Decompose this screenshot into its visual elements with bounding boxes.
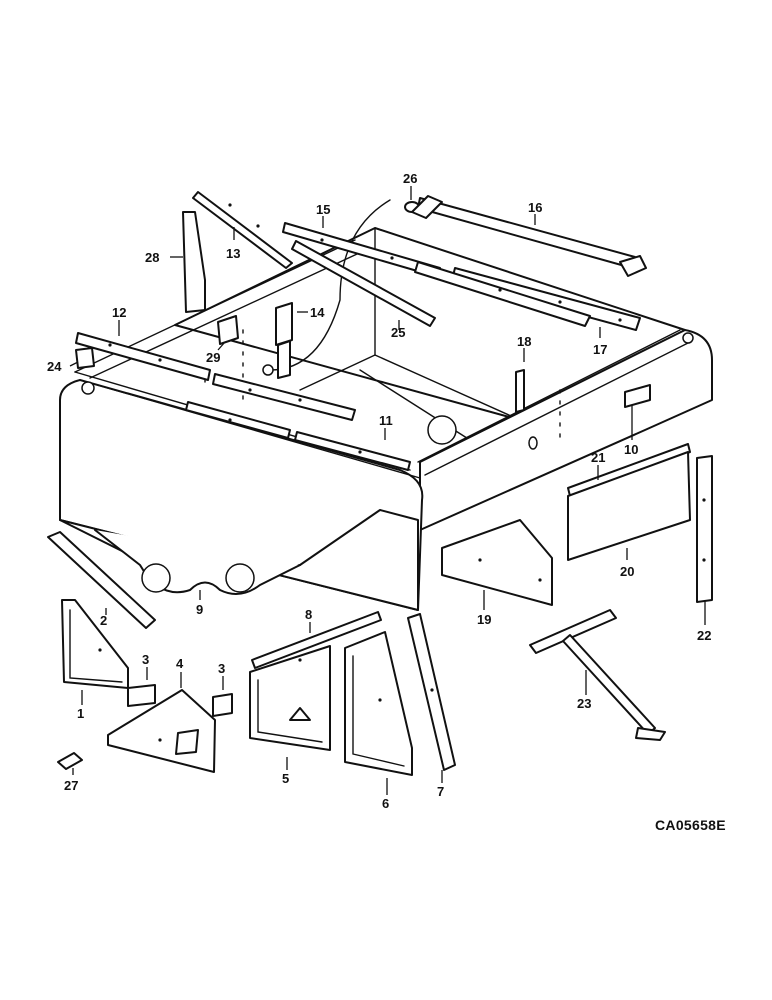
part-18-upright (515, 369, 525, 413)
part-23-support (529, 609, 666, 741)
callout-23: 23 (577, 696, 591, 711)
callout-15: 15 (316, 202, 330, 217)
callout-24: 24 (47, 359, 62, 374)
callout-21: 21 (591, 450, 605, 465)
part-10-bracket (624, 384, 651, 408)
part-22-channel (696, 455, 713, 603)
callout-25: 25 (391, 325, 405, 340)
callout-8: 8 (305, 607, 312, 622)
callout-20: 20 (620, 564, 634, 579)
part-3-plates (127, 684, 233, 717)
callout-11: 11 (379, 413, 393, 428)
callout-1: 1 (77, 706, 84, 721)
part-27-clip (57, 752, 83, 770)
part-16-bar (411, 195, 647, 277)
callout-18: 18 (517, 334, 531, 349)
part-28-gusset (182, 211, 206, 313)
callout-22: 22 (697, 628, 711, 643)
part-2-angle (47, 531, 156, 629)
callout-12: 12 (112, 305, 126, 320)
callout-19: 19 (477, 612, 491, 627)
callout-3a: 3 (142, 652, 149, 667)
part-1-gusset (61, 599, 129, 689)
part-19-gusset (441, 519, 553, 606)
callout-4: 4 (176, 656, 184, 671)
callout-17: 17 (593, 342, 607, 357)
callout-6: 6 (382, 796, 389, 811)
callout-2: 2 (100, 613, 107, 628)
part-8-angle (251, 611, 382, 669)
callout-3b: 3 (218, 661, 225, 676)
part-21-angle (567, 443, 691, 497)
callout-10: 10 (624, 442, 638, 457)
callout-14: 14 (310, 305, 325, 320)
callout-5: 5 (282, 771, 289, 786)
part-4-gusset (107, 689, 216, 773)
part-24-plate (75, 347, 95, 369)
leader-lines (69, 186, 706, 795)
part-11-angles (185, 373, 411, 471)
callout-28: 28 (145, 250, 159, 265)
callout-29: 29 (206, 350, 220, 365)
part-13-angle (192, 191, 293, 269)
part-7-angle (407, 613, 456, 771)
callout-16: 16 (528, 200, 542, 215)
callout-9: 9 (196, 602, 203, 617)
bolt-holes (98, 203, 706, 742)
part-29-plate (217, 315, 239, 345)
detail-curve (269, 199, 391, 371)
callout-7: 7 (437, 784, 444, 799)
part-14-bracket (262, 302, 293, 379)
callout-labels: 26 16 15 13 28 12 14 25 17 18 29 24 11 1… (47, 171, 711, 811)
part-5-gusset (249, 645, 331, 751)
drawing-code: CA05658E (655, 817, 726, 833)
part-17-channel (414, 261, 641, 331)
callout-26: 26 (403, 171, 417, 186)
part-6-gusset (344, 631, 413, 776)
part-20-panel (567, 451, 691, 561)
callout-13: 13 (226, 246, 240, 261)
callout-27: 27 (64, 778, 78, 793)
